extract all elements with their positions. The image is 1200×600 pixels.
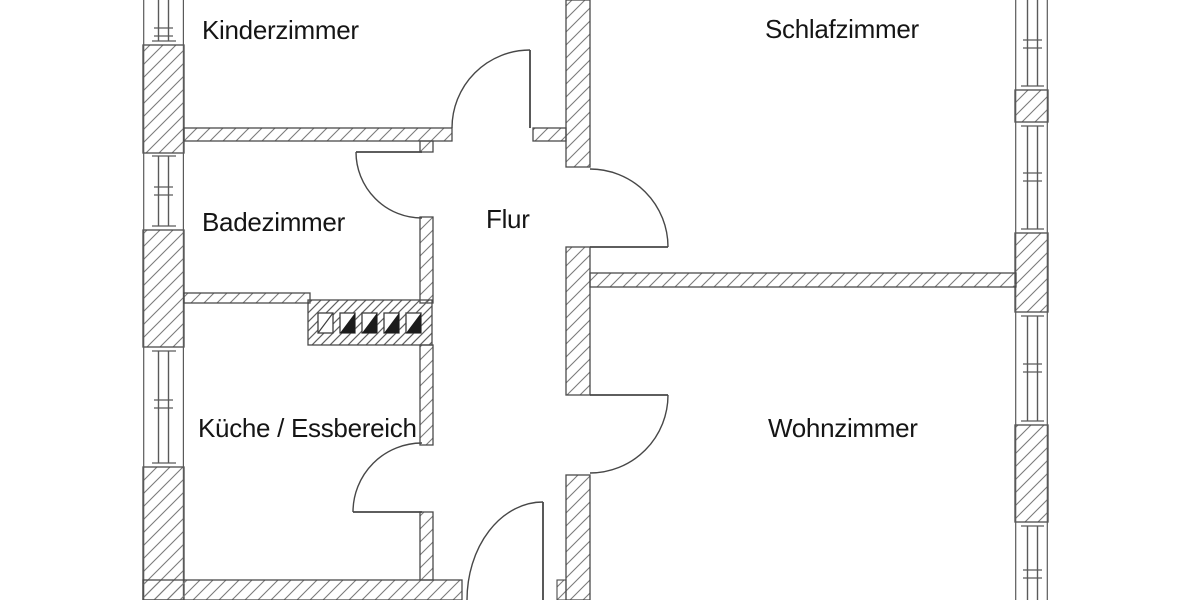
window-right-3 (1021, 315, 1044, 422)
wall-badezimmer-flur (419, 216, 434, 304)
wall-kueche-flur-upper (419, 344, 434, 446)
window-right-4 (1021, 525, 1044, 600)
door-flur-kueche (352, 442, 423, 513)
wall-central (565, 0, 591, 600)
wall-kinderzimmer-flur-stub (532, 127, 567, 142)
window-right-1 (1021, 0, 1044, 87)
door-flur-badezimmer (355, 151, 423, 219)
wall-kueche-flur-lower (419, 511, 434, 581)
exterior-wall-left (142, 0, 185, 600)
interior-walls (183, 127, 1017, 581)
door-entrance (466, 501, 544, 600)
door-flur-kinderzimmer (451, 49, 531, 129)
window-right-2 (1021, 125, 1044, 230)
room-label-kueche: Küche / Essbereich (198, 413, 417, 443)
window-left-3 (152, 350, 176, 464)
room-label-flur: Flur (486, 204, 530, 234)
door-flur-schlafzimmer (589, 168, 669, 248)
wall-badezimmer-kueche (183, 292, 311, 304)
wall-badezimmer-flur-stub (419, 140, 434, 153)
window-left-1 (152, 0, 176, 42)
exterior-wall-bottom (142, 579, 567, 600)
exterior-wall-right (1014, 0, 1049, 600)
wall-schlafzimmer-wohnzimmer (589, 272, 1017, 288)
door-flur-wohnzimmer (589, 394, 669, 474)
room-label-badezimmer: Badezimmer (202, 207, 346, 237)
room-label-kinderzimmer: Kinderzimmer (202, 15, 359, 45)
chimney-symbol (307, 299, 433, 346)
room-label-schlafzimmer: Schlafzimmer (765, 14, 920, 44)
window-left-2 (152, 155, 176, 227)
wall-kinderzimmer-badezimmer (183, 127, 453, 142)
room-label-wohnzimmer: Wohnzimmer (768, 413, 918, 443)
